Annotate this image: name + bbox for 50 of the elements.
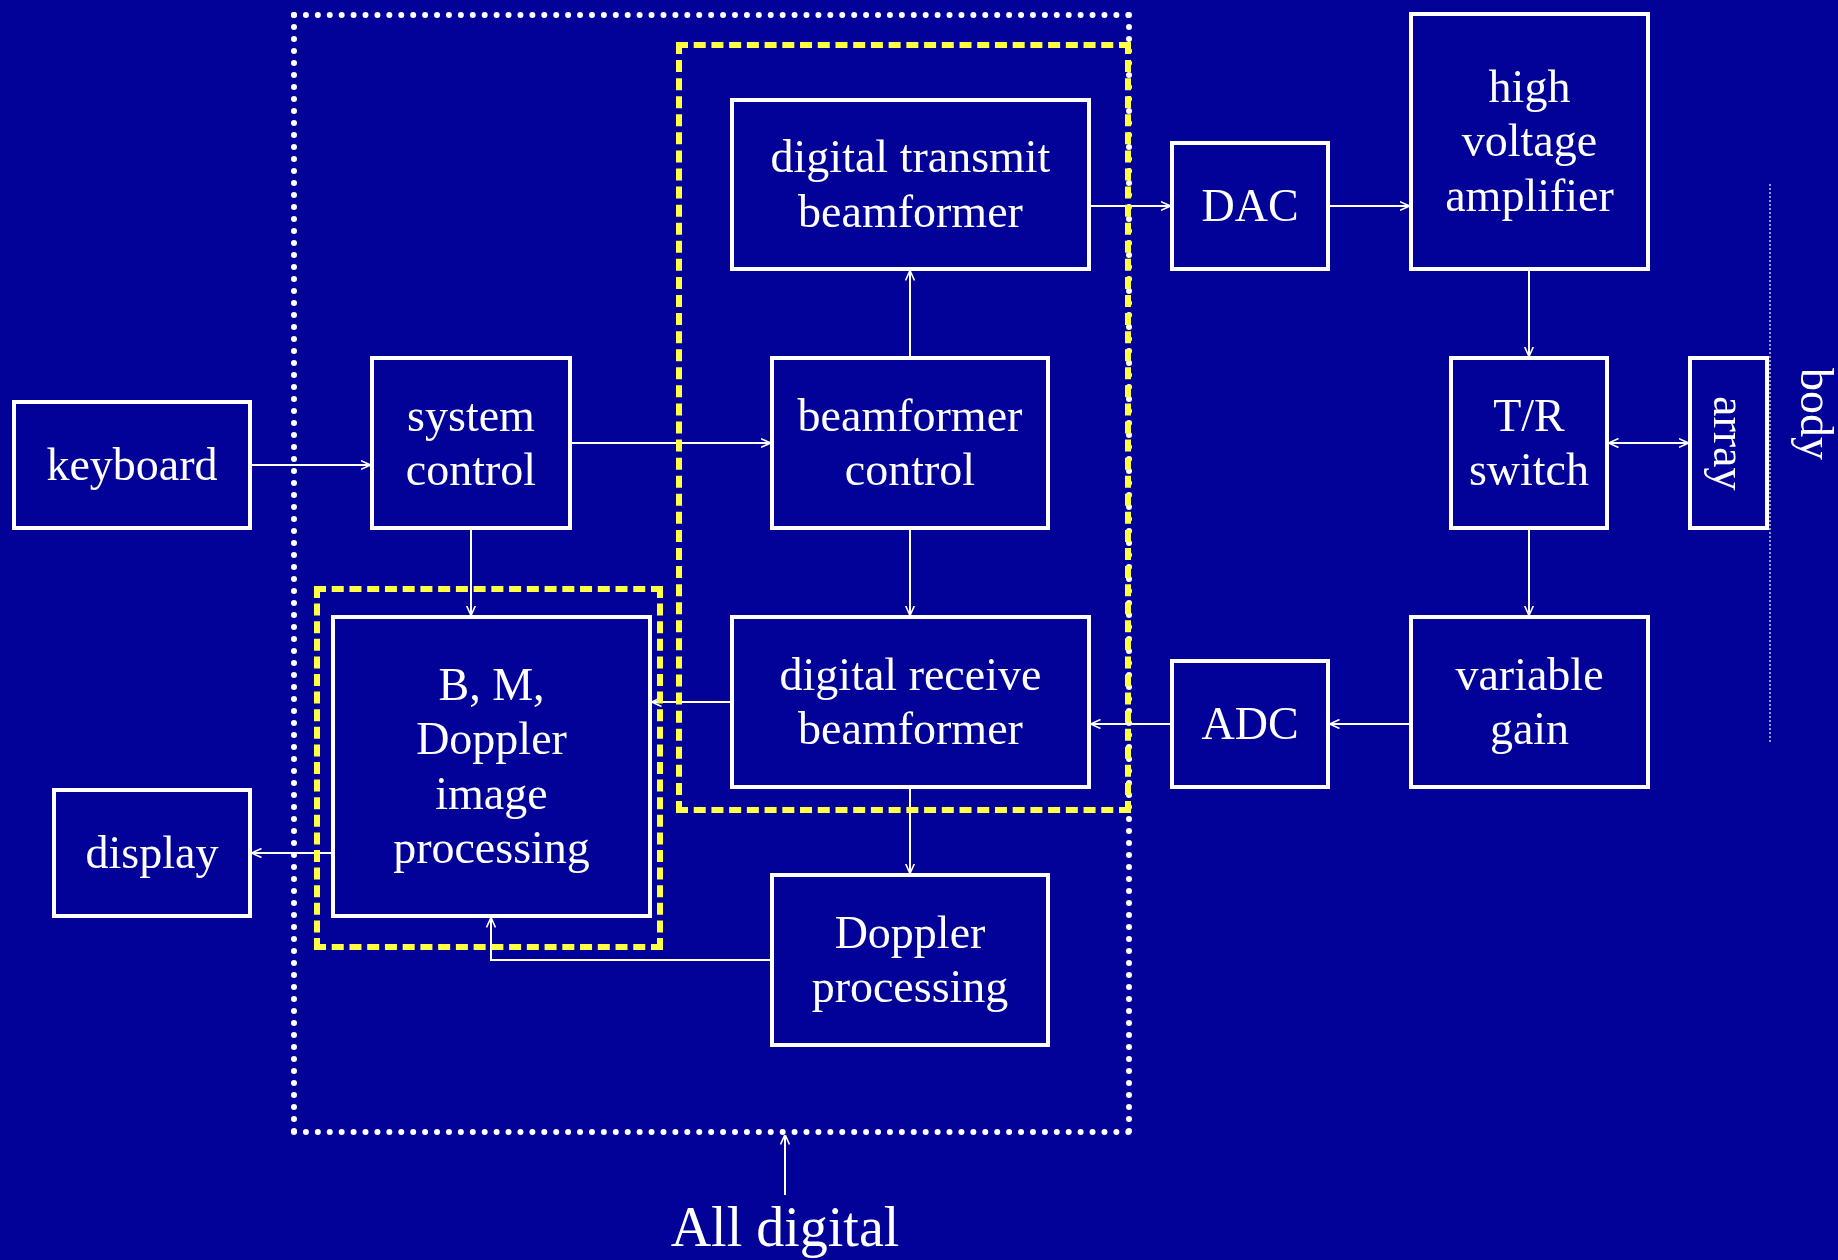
process-box xyxy=(770,873,1050,1047)
box-label: variable gain xyxy=(1454,647,1605,756)
box-label: keyboard xyxy=(46,437,218,492)
arrow xyxy=(1329,200,1411,212)
process-box xyxy=(1449,356,1609,530)
dashed-boundary xyxy=(676,42,1131,813)
caption-text: All digital xyxy=(640,1195,930,1259)
box-label: array xyxy=(1702,395,1756,491)
process-box xyxy=(1409,12,1650,271)
arrow xyxy=(1089,718,1171,730)
box-label: system control xyxy=(404,388,538,497)
side-label: body xyxy=(1790,368,1838,460)
arrow xyxy=(779,1133,791,1196)
process-box xyxy=(1170,659,1330,789)
box-label: beamformer control xyxy=(796,388,1024,497)
arrow xyxy=(650,696,731,708)
box-label: T/R switch xyxy=(1467,388,1591,497)
process-box xyxy=(370,356,572,530)
arrow xyxy=(1523,529,1535,617)
box-label: display xyxy=(85,825,219,880)
arrow xyxy=(485,916,771,961)
box-label: B, M, Doppler image processing xyxy=(392,657,591,875)
process-box xyxy=(770,356,1050,530)
arrow xyxy=(904,788,916,875)
box-label: digital receive beamformer xyxy=(778,647,1043,756)
dashed-boundary xyxy=(314,586,663,950)
box-label: Doppler processing xyxy=(810,905,1010,1014)
box-label: DAC xyxy=(1201,178,1299,233)
process-box xyxy=(52,788,252,918)
process-box xyxy=(331,615,652,918)
arrow xyxy=(1523,270,1535,358)
process-box xyxy=(1170,141,1330,271)
arrow xyxy=(904,529,916,617)
process-box xyxy=(730,98,1091,271)
arrow xyxy=(250,847,332,859)
arrow xyxy=(571,437,772,449)
arrow xyxy=(1328,718,1410,730)
process-box xyxy=(1688,356,1769,530)
arrow xyxy=(1090,200,1172,212)
box-label: high voltage amplifier xyxy=(1444,60,1615,223)
process-box xyxy=(730,615,1091,789)
box-label: ADC xyxy=(1201,696,1299,751)
dotted-boundary xyxy=(291,12,1132,1135)
arrow xyxy=(251,459,372,471)
process-box xyxy=(12,400,252,530)
box-label: digital transmit beamformer xyxy=(769,130,1052,239)
arrow xyxy=(465,529,477,617)
process-box xyxy=(1409,615,1650,789)
arrow xyxy=(1607,437,1690,449)
arrow xyxy=(904,269,916,357)
